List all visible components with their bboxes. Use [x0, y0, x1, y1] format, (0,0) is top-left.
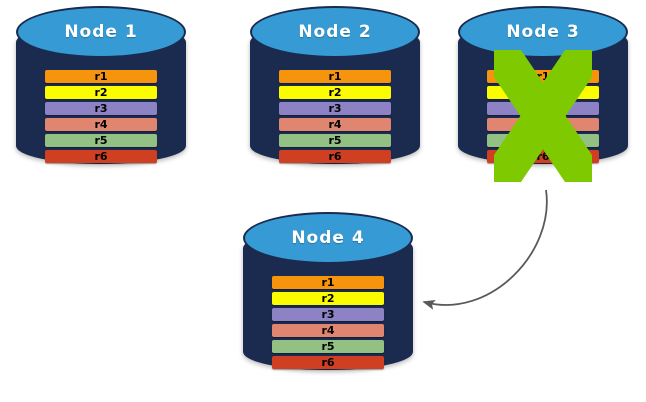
redistribution-arrow-path: [422, 189, 548, 310]
node-4-record-r3-label: r3: [321, 308, 335, 321]
node-4-record-r5[interactable]: r5: [272, 340, 384, 353]
node-1-record-r5[interactable]: r5: [45, 134, 157, 147]
node-4-record-r6[interactable]: r6: [272, 356, 384, 369]
node-1-record-r6[interactable]: r6: [45, 150, 157, 163]
node-4-record-r2-label: r2: [321, 292, 335, 305]
node-1-record-r1-label: r1: [94, 70, 108, 83]
node-4-record-r3[interactable]: r3: [272, 308, 384, 321]
node-4-record-r1-label: r1: [321, 276, 335, 289]
node-4-record-r2[interactable]: r2: [272, 292, 384, 305]
node-4-top-ellipse: [243, 212, 413, 264]
node-1-record-r3-label: r3: [94, 102, 108, 115]
node-1-records: r1 r2 r3 r4 r5 r6: [45, 70, 157, 163]
node-4-records: r1 r2 r3 r4 r5 r6: [272, 276, 384, 369]
node-2-records: r1 r2 r3 r4 r5 r6: [279, 70, 391, 163]
node-2-record-r1[interactable]: r1: [279, 70, 391, 83]
node-1-record-r2[interactable]: r2: [45, 86, 157, 99]
node-4-record-r5-label: r5: [321, 340, 335, 353]
node-4-record-r6-label: r6: [321, 356, 335, 369]
node-1-record-r4[interactable]: r4: [45, 118, 157, 131]
node-1-record-r4-label: r4: [94, 118, 108, 131]
node-1-record-r2-label: r2: [94, 86, 108, 99]
node-1-top-ellipse: [16, 6, 186, 58]
node-2-record-r5-label: r5: [328, 134, 342, 147]
node-2-record-r4[interactable]: r4: [279, 118, 391, 131]
node-4-record-r1[interactable]: r1: [272, 276, 384, 289]
node-1-record-r1[interactable]: r1: [45, 70, 157, 83]
node-2-record-r6-label: r6: [328, 150, 342, 163]
node-4-record-r4-label: r4: [321, 324, 335, 337]
node-2-record-r2-label: r2: [328, 86, 342, 99]
node-1-record-r3[interactable]: r3: [45, 102, 157, 115]
node-4-record-r4[interactable]: r4: [272, 324, 384, 337]
node-2-record-r4-label: r4: [328, 118, 342, 131]
node-2-record-r5[interactable]: r5: [279, 134, 391, 147]
node-2-record-r6[interactable]: r6: [279, 150, 391, 163]
node-1-record-r5-label: r5: [94, 134, 108, 147]
node-1-record-r6-label: r6: [94, 150, 108, 163]
node-2-top-ellipse: [250, 6, 420, 58]
node-2-record-r3[interactable]: r3: [279, 102, 391, 115]
node-2-record-r3-label: r3: [328, 102, 342, 115]
node-2-record-r1-label: r1: [328, 70, 342, 83]
node-2-record-r2[interactable]: r2: [279, 86, 391, 99]
